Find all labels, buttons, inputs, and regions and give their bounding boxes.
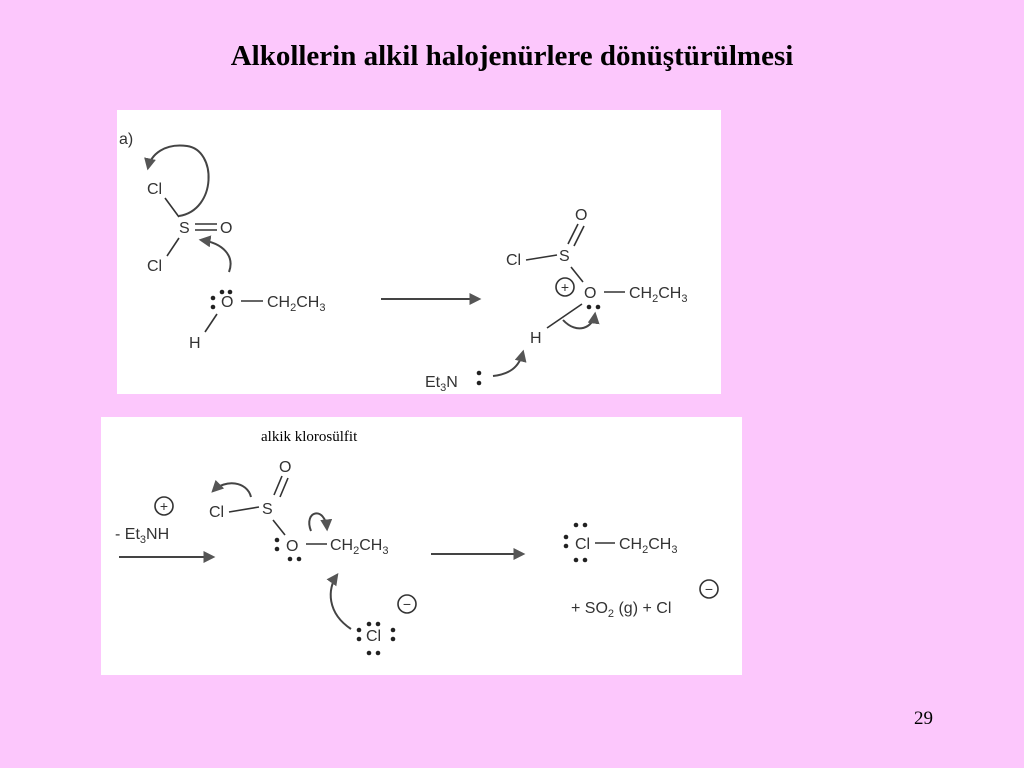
lone-pair-dot [582,557,588,563]
ethanol-hydrogen: H [189,335,201,352]
page-title: Alkollerin alkil halojenürlere dönüştürü… [230,40,794,72]
lone-pair-dot [296,556,302,562]
page-number: 29 [914,708,933,729]
thionyl-cl-bottom: Cl [147,258,162,275]
lone-pair-dot [356,627,362,633]
bond-o-h [204,313,218,333]
byproducts-line: + SO2 (g) + Cl [571,600,671,620]
lone-pair-dot [375,650,381,656]
lone-pair-dot [390,636,396,642]
negative-charge-circle [397,594,417,614]
negative-charge-sign: − [705,581,713,597]
thionyl-oxygen: O [220,220,232,237]
lone-pair-dot [210,304,216,310]
sulfite-cl: Cl [209,504,224,521]
product-chain: CH2CH3 [619,536,677,556]
bond-cl-s [525,254,558,261]
lone-pair-dot [573,557,579,563]
product-cl: Cl [575,536,590,553]
bond-s-o-top-2 [279,477,289,498]
arrow-base-deprotonates [492,349,527,377]
positive-charge-circle [154,496,174,516]
sulfite-chain: CH2CH3 [330,537,388,557]
lone-pair-dot [390,627,396,633]
sulfite-o-top: O [279,459,291,476]
negative-charge-sign: − [403,596,411,612]
lone-pair-dot [366,650,372,656]
lone-pair-dot [595,304,601,310]
sulfite-sulfur: S [262,501,273,518]
positive-charge-sign: + [160,498,168,514]
lone-pair-dot [287,556,293,562]
byproduct-et3nh: - Et3NH [115,526,169,546]
product-o-top: O [575,207,587,224]
lone-pair-dot [227,289,233,295]
arrow-co-bond-breaks [308,512,333,532]
lone-pair-dot [476,380,482,386]
bond-s-o-top-2 [573,225,585,247]
product-hydrogen: H [530,330,542,347]
arrow-chloride-attacks-carbon [326,573,352,630]
lone-pair-dot [563,543,569,549]
bond-cl-s [164,197,180,218]
bond-s-cl [166,237,180,257]
arrow-oh-bond-to-o [562,311,600,330]
bond-s-o [272,519,286,536]
negative-charge-circle [699,579,719,599]
sulfite-oxygen: O [286,538,298,555]
bond-cl-s [228,506,260,513]
ethanol-chain: CH2CH3 [267,294,325,314]
lone-pair-dot [563,534,569,540]
product-sulfur: S [559,248,570,265]
product-oxygen: O [584,285,596,302]
bond-o-h [546,303,583,329]
product-cl: Cl [506,252,521,269]
lone-pair-dot [573,522,579,528]
positive-charge-sign: + [561,279,569,295]
arrow-cl-leaving [211,479,252,498]
lone-pair-dot [586,304,592,310]
bond-s-o [570,266,584,283]
lone-pair-dot [274,546,280,552]
arrow-cl-leaving-loop [144,144,210,217]
lone-pair-dot [210,295,216,301]
lone-pair-dot [219,289,225,295]
panel-b-diagram: alkik klorosülfit + - Et3NH O S Cl O CH2… [115,429,719,656]
lone-pair-dot [366,621,372,627]
thionyl-sulfur: S [179,220,190,237]
bond-s-o-top-1 [567,223,579,245]
lone-pair-dot [274,537,280,543]
arrow-o-attacks-s [198,235,232,273]
product-chain: CH2CH3 [629,285,687,305]
mechanism-panel-a: a) Cl S O Cl O CH2CH3 H O S Cl + O [117,110,721,394]
positive-charge-circle [555,277,575,297]
panel-a-diagram: a) Cl S O Cl O CH2CH3 H O S Cl + O [119,131,687,394]
ethanol-oxygen: O [221,294,233,311]
lone-pair-dot [476,370,482,376]
thionyl-cl-top: Cl [147,181,162,198]
lone-pair-dot [582,522,588,528]
lone-pair-dot [356,636,362,642]
lone-pair-dot [375,621,381,627]
mechanism-panel-b: alkik klorosülfit + - Et3NH O S Cl O CH2… [101,417,742,675]
chloride-cl: Cl [366,628,381,645]
bond-s-o-top-1 [273,475,283,496]
panel-a-label: a) [119,131,133,148]
intermediate-caption: alkik klorosülfit [261,429,358,445]
base-et3n: Et3N [425,374,458,394]
